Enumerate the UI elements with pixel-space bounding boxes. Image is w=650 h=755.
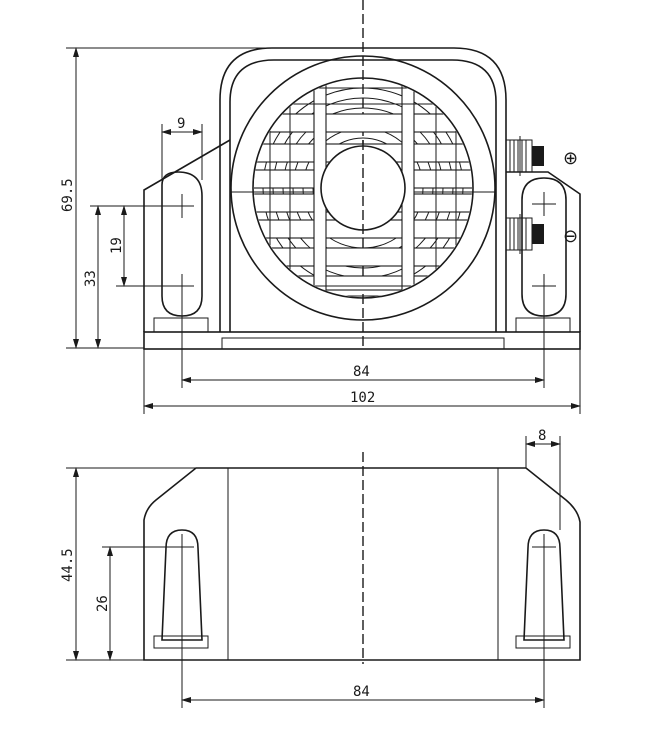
speaker-outer-ring bbox=[230, 55, 496, 321]
dim-base-width-label: 102 bbox=[350, 390, 375, 406]
left-mounting-slot bbox=[161, 171, 203, 317]
front-base-plate bbox=[143, 331, 581, 350]
right-flange-foot bbox=[515, 317, 571, 333]
housing-outer bbox=[219, 47, 507, 332]
right-flange-outline bbox=[506, 171, 581, 332]
side-right-slot bbox=[523, 529, 565, 641]
side-left-foot bbox=[153, 635, 209, 649]
dim-height-slot-label: 33 bbox=[83, 270, 99, 287]
terminal-negative-symbol: ⊖ bbox=[563, 226, 578, 247]
dim-slot-width-label: 9 bbox=[177, 116, 185, 132]
dim-height-total-label: 69.5 bbox=[60, 178, 76, 212]
dim-hole-spacing-side-label: 84 bbox=[353, 684, 370, 700]
side-view: 44.5 26 8 84 bbox=[60, 428, 581, 708]
front-base-step bbox=[221, 337, 505, 350]
housing-inner bbox=[229, 59, 497, 332]
right-mounting-slot bbox=[521, 177, 567, 317]
terminal-positive-symbol: ⊕ bbox=[563, 148, 578, 169]
left-flange-outline bbox=[143, 139, 231, 332]
speaker-grill bbox=[254, 79, 472, 297]
dim-slot-length-label: 19 bbox=[109, 237, 125, 254]
side-right-foot bbox=[515, 635, 571, 649]
negative-terminal bbox=[505, 214, 544, 254]
speaker-grill-ring bbox=[252, 77, 474, 299]
dim-side-slot-label: 26 bbox=[95, 595, 111, 612]
side-left-slot bbox=[161, 529, 203, 641]
dim-flange-width-label: 8 bbox=[538, 428, 546, 444]
side-body-outline bbox=[143, 467, 581, 661]
positive-terminal bbox=[505, 136, 544, 176]
left-flange-foot bbox=[153, 317, 209, 333]
dim-hole-spacing-front-label: 84 bbox=[353, 364, 370, 380]
front-view: ⊕ ⊖ 69.5 33 19 9 84 102 bbox=[60, 0, 581, 414]
dim-side-height-label: 44.5 bbox=[60, 548, 76, 582]
